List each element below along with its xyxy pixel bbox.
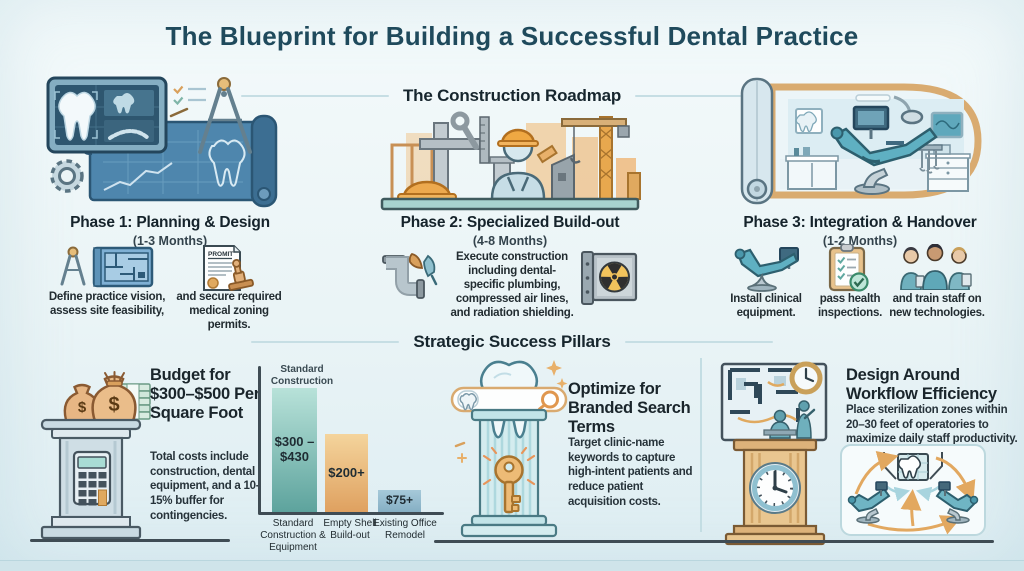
compass-blueprint-icon — [60, 246, 154, 288]
phase3-title: Phase 3: Integration & Handover — [743, 214, 977, 231]
ground-line-right — [434, 540, 994, 543]
phase3-illustration — [740, 77, 982, 205]
radiation-shield-icon — [581, 251, 638, 305]
budget-title: Budget for $300–$500 Per Square Foot — [150, 366, 260, 423]
phase2-header: Phase 2: Specialized Build-out (4-8 Mont… — [365, 214, 655, 248]
phase3-caption-training: and train staff on new technologies. — [889, 293, 985, 320]
phase2-illustration — [380, 111, 641, 211]
heading-line-right — [635, 95, 784, 97]
bar-value-label: $300 – $430 — [274, 434, 315, 464]
bar-value-label: $75+ — [385, 493, 414, 508]
phase1-title: Phase 1: Planning & Design — [70, 214, 270, 231]
bar-office-remodel: $75+ — [378, 490, 421, 512]
svg-text:$: $ — [78, 399, 87, 416]
inspection-checklist-icon — [828, 244, 869, 292]
phase1-duration: (1-3 Months) — [132, 234, 208, 248]
bar-value-label: $200+ — [328, 464, 365, 480]
phase1-caption-right: and secure required medical zoning permi… — [176, 291, 282, 332]
heading-line-right — [624, 341, 773, 343]
roadmap-heading-text: The Construction Roadmap — [402, 86, 622, 105]
workflow-body: Place sterilization zones within 20–30 f… — [846, 404, 1018, 446]
phase1-caption-left: Define practice vision, assess site feas… — [48, 291, 166, 318]
pillars-heading: Strategic Success Pillars — [0, 332, 1024, 352]
search-title: Optimize for Branded Search Terms — [568, 380, 691, 437]
heading-line-left — [251, 341, 400, 343]
search-body: Target clinic-name keywords to capture h… — [568, 437, 693, 508]
money-pedestal-illustration: $ $ — [40, 371, 151, 540]
dental-chair-icon — [734, 247, 799, 292]
phase1-header: Phase 1: Planning & Design (1-3 Months) — [30, 214, 310, 248]
workflow-diagram — [840, 444, 986, 536]
workflow-title: Design Around Workflow Efficiency — [846, 366, 997, 404]
pillar-divider — [700, 358, 702, 532]
budget-body: Total costs include construction, dental… — [150, 451, 260, 522]
phase2-caption: Execute construction including dental-sp… — [450, 251, 574, 320]
roadmap-heading: The Construction Roadmap — [0, 86, 1024, 106]
phase3-caption-equipment: Install clinical equipment. — [730, 293, 802, 320]
cost-bar-chart: Standard Construction $300 – $430 $200+ … — [256, 362, 446, 553]
bar-category-label: Standard Construction & Equipment — [260, 518, 326, 553]
bar-standard-construction: $300 – $430 — [272, 388, 317, 512]
bottom-strip — [0, 560, 1024, 571]
ground-line-left — [30, 539, 230, 542]
bar-category-label: Existing Office Remodel — [373, 518, 437, 541]
staff-training-icon — [900, 244, 972, 290]
plumbing-icon — [382, 253, 438, 299]
bar-empty-shell: $200+ — [325, 434, 368, 512]
phase3-caption-inspections: pass health inspections. — [817, 293, 883, 320]
chart-x-axis — [258, 512, 444, 515]
bar-category-label: Empty Shell Build-out — [323, 518, 377, 541]
clock-tower-illustration — [720, 361, 828, 546]
phase2-title: Phase 2: Specialized Build-out — [400, 214, 620, 231]
permit-label: PROMIT — [208, 251, 233, 258]
chart-top-label: Standard Construction — [270, 364, 334, 387]
phase1-illustration — [46, 76, 278, 208]
svg-text:$: $ — [108, 394, 119, 416]
chart-y-axis — [258, 366, 261, 514]
phase3-header: Phase 3: Integration & Handover (1-2 Mon… — [714, 214, 1006, 248]
heading-line-left — [240, 95, 389, 97]
page-title: The Blueprint for Building a Successful … — [165, 21, 859, 51]
pillars-heading-text: Strategic Success Pillars — [413, 332, 611, 351]
phase2-duration: (4-8 Months) — [472, 234, 548, 248]
permit-icon: PROMIT — [203, 245, 254, 291]
tooth-pillar-illustration — [450, 360, 568, 538]
